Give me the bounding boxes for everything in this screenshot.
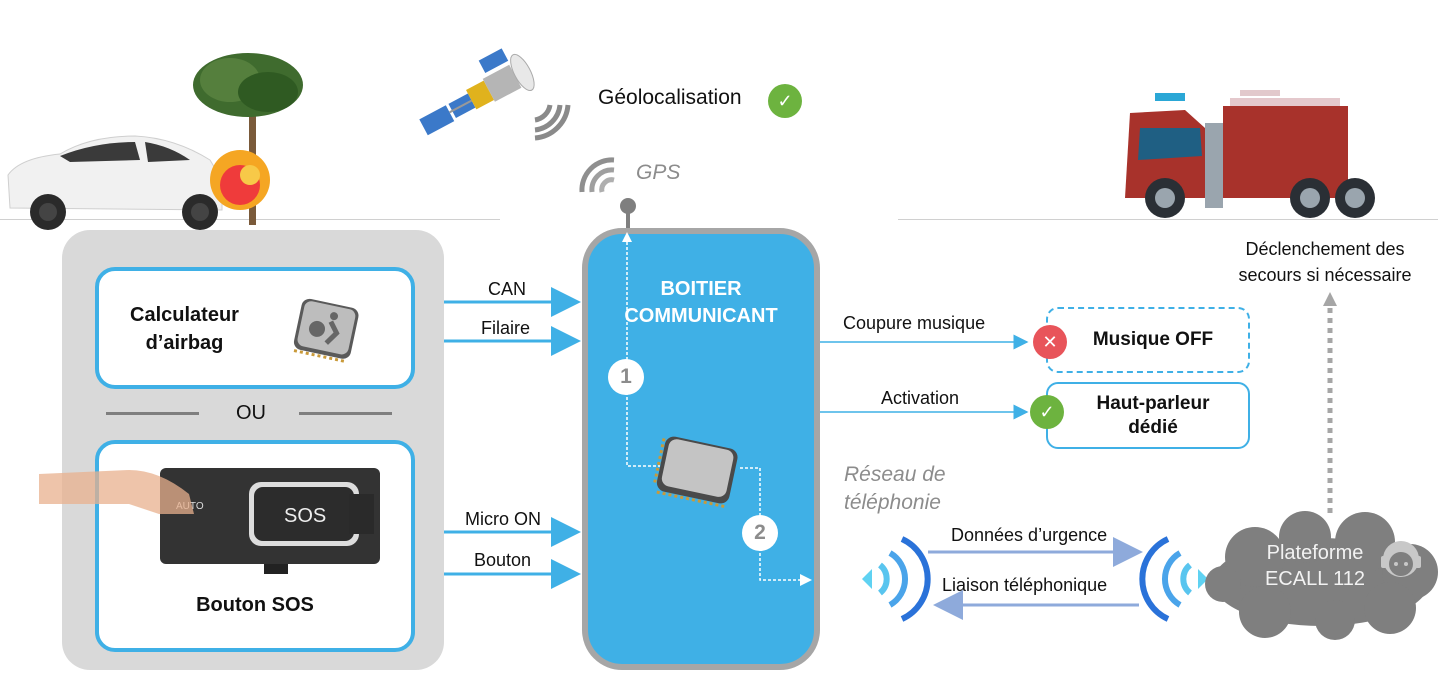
filaire-label: Filaire xyxy=(481,318,531,338)
sos-button-label: Bouton SOS xyxy=(196,594,314,616)
boitier-title-line1: BOITIER xyxy=(660,278,742,300)
haut-parleur-line1: Haut-parleur xyxy=(1096,393,1210,414)
step-2-badge: 2 xyxy=(742,515,778,551)
rescue-trigger-arrow xyxy=(1323,292,1337,515)
ecall-platform-cloud xyxy=(1205,511,1438,640)
step-1-badge: 1 xyxy=(608,359,644,395)
separator-line-left xyxy=(106,412,199,415)
gps-signal-icon xyxy=(579,157,615,193)
tree-icon xyxy=(193,53,303,225)
sos-button-text: SOS xyxy=(284,505,326,527)
network-arrows xyxy=(928,537,1143,620)
activation-label: Activation xyxy=(881,388,960,408)
sos-button-card: SOS AUTO Bouton SOS xyxy=(39,440,415,652)
airbag-label-line2: d’airbag xyxy=(145,332,224,354)
or-separator-label: OU xyxy=(236,402,266,424)
bouton-label: Bouton xyxy=(474,550,532,570)
airbag-chip-icon xyxy=(293,298,359,364)
network-label-line2: téléphonie xyxy=(844,491,941,514)
geolocation-check-icon: ✓ xyxy=(768,84,802,118)
platform-line1: Plateforme xyxy=(1266,542,1364,564)
ecall-platform-label: Plateforme ECALL 112 xyxy=(1240,540,1390,592)
internal-flow-paths xyxy=(622,232,812,586)
coupure-musique-label: Coupure musique xyxy=(843,313,986,333)
airbag-calculator-label: Calculateur d’airbag xyxy=(117,301,252,357)
rescue-label-line2: secours si nécessaire xyxy=(1238,265,1412,285)
processor-chip-icon xyxy=(652,436,738,509)
sos-button-device-icon: SOS AUTO xyxy=(160,468,380,574)
boitier-title: BOITIER COMMUNICANT xyxy=(588,276,814,330)
donnees-urgence-label: Données d’urgence xyxy=(951,525,1108,545)
signal-waves-right-icon xyxy=(1139,536,1208,622)
car-icon xyxy=(7,135,223,230)
gps-label: GPS xyxy=(636,161,681,184)
telephony-network-label: Réseau de téléphonie xyxy=(844,461,946,517)
micro-on-label: Micro ON xyxy=(465,509,541,529)
haut-parleur-check-icon: ✓ xyxy=(1030,395,1064,429)
rescue-label-line1: Déclenchement des xyxy=(1245,239,1405,259)
haut-parleur-line2: dédié xyxy=(1128,417,1178,438)
musique-off-box: Musique OFF xyxy=(1046,307,1250,373)
musique-off-label: Musique OFF xyxy=(1092,329,1214,350)
airbag-calculator-card: Calculateur d’airbag xyxy=(95,267,415,389)
network-label-line1: Réseau de xyxy=(844,463,946,486)
fire-truck-icon xyxy=(1125,90,1375,218)
output-arrows xyxy=(820,334,1029,420)
platform-line2: ECALL 112 xyxy=(1264,568,1366,590)
satellite-icon xyxy=(419,48,571,141)
rescue-label: Déclenchement des secours si nécessaire xyxy=(1220,236,1430,288)
can-label: CAN xyxy=(488,279,527,299)
musique-off-x-icon: ✕ xyxy=(1033,325,1067,359)
geolocation-label: Géolocalisation xyxy=(598,86,742,109)
boitier-title-line2: COMMUNICANT xyxy=(624,305,778,327)
explosion-icon xyxy=(210,150,270,210)
ground-line-right xyxy=(898,219,1438,220)
boitier-communicant: BOITIER COMMUNICANT xyxy=(582,228,820,670)
flow-path-1 xyxy=(626,242,660,467)
haut-parleur-box: Haut-parleur dédié xyxy=(1046,382,1250,449)
input-arrows xyxy=(444,287,581,589)
crash-scene-illustration xyxy=(7,53,303,230)
antenna-icon xyxy=(620,198,636,230)
operator-headset-icon xyxy=(1381,541,1421,577)
hand-pointer-icon xyxy=(39,470,194,514)
signal-waves-left-icon xyxy=(862,536,931,622)
airbag-label-line1: Calculateur xyxy=(130,304,239,326)
liaison-telephonique-label: Liaison téléphonique xyxy=(942,575,1108,595)
separator-line-right xyxy=(299,412,392,415)
